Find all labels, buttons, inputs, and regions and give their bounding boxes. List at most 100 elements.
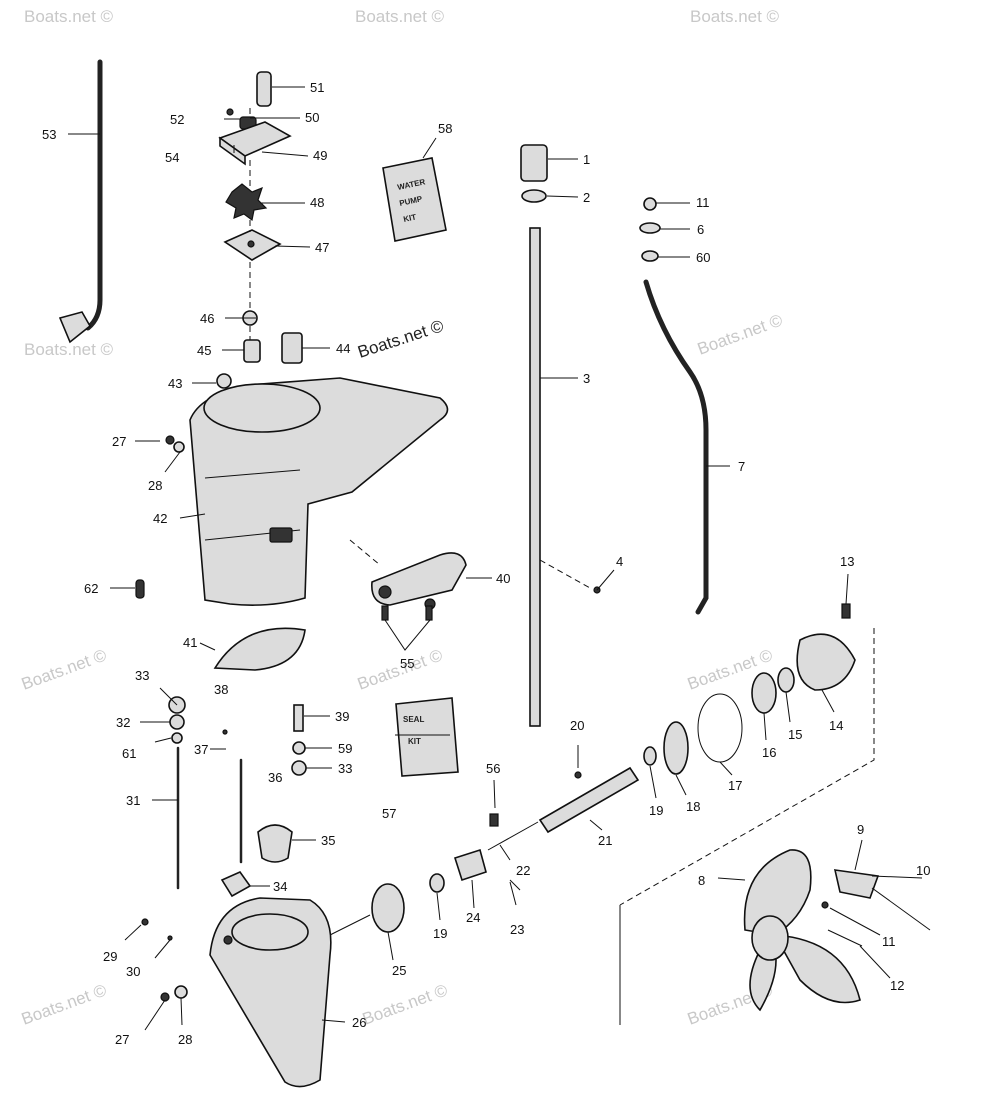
callout-number: 47 (315, 240, 329, 255)
callout-number: 18 (686, 799, 700, 814)
kit-text: KIT (403, 212, 418, 224)
anti-cavitation-plate-40 (371, 552, 467, 621)
callout-number: 31 (126, 793, 140, 808)
callout-number: 14 (829, 718, 843, 733)
callout-number: 51 (310, 80, 324, 95)
callout-number: 19 (649, 803, 663, 818)
watermark-text: Boats.net © (24, 340, 114, 359)
callout-number: 60 (696, 250, 710, 265)
callout-number: 24 (466, 910, 480, 925)
callout-number: 46 (200, 311, 214, 326)
water-pump-kit-58: WATER PUMP KIT (382, 157, 447, 242)
callout-number: 29 (103, 949, 117, 964)
watermark-text: Boats.net © (19, 645, 110, 693)
callout-number: 55 (400, 656, 414, 671)
callout-number: 32 (116, 715, 130, 730)
shift-rod-7 (639, 197, 709, 615)
washer-28 (173, 441, 185, 453)
seal-kit-57: SEAL KIT (395, 697, 459, 777)
callout-number: 39 (335, 709, 349, 724)
callout-number: 28 (178, 1032, 192, 1047)
callout-number: 36 (268, 770, 282, 785)
o-ring-61 (171, 732, 183, 744)
gasket-41 (213, 627, 306, 671)
watermark-text: Boats.net © (690, 7, 780, 26)
callout-number: 35 (321, 833, 335, 848)
callout-number: 15 (788, 727, 802, 742)
callout-number: 2 (583, 190, 590, 205)
callout-number: 48 (310, 195, 324, 210)
callout-number: 53 (42, 127, 56, 142)
watermark-text: Boats.net © (19, 980, 110, 1028)
callout-number: 27 (115, 1032, 129, 1047)
callout-number: 45 (197, 343, 211, 358)
callout-number: 34 (273, 879, 287, 894)
callout-number: 10 (916, 863, 930, 878)
callout-number: 37 (194, 742, 208, 757)
callout-number: 12 (890, 978, 904, 993)
callout-number: 25 (392, 963, 406, 978)
propeller-shaft-21 (429, 766, 640, 893)
watermark-text: Boats.net © (355, 7, 445, 26)
callout-number: 13 (840, 554, 854, 569)
callout-number: 9 (857, 822, 864, 837)
callout-number: 59 (338, 741, 352, 756)
watermark-text: Boats.net © (360, 980, 451, 1028)
bearing-25 (371, 883, 405, 933)
callout-number: 56 (486, 761, 500, 776)
callout-numbers: 51 52 50 54 49 48 47 46 45 44 43 53 58 1… (42, 80, 930, 1047)
forward-gear-group (619, 603, 875, 906)
callout-number: 3 (583, 371, 590, 386)
watermarks: Boats.net © Boats.net © Boats.net © Boat… (19, 7, 786, 1029)
pinion-gear-35 (257, 824, 293, 863)
callout-number: 7 (738, 459, 745, 474)
watermark-text: Boats.net © (24, 7, 114, 26)
callout-number: 44 (336, 341, 350, 356)
screw-27 (160, 992, 170, 1002)
callout-number: 17 (728, 778, 742, 793)
screw-29 (141, 918, 149, 926)
callout-number: 33 (338, 761, 352, 776)
callout-number: 41 (183, 635, 197, 650)
callout-number: 58 (438, 121, 452, 136)
callout-number: 40 (496, 571, 510, 586)
callout-number: 50 (305, 110, 319, 125)
callout-number: 16 (762, 745, 776, 760)
callout-number: 62 (84, 581, 98, 596)
screw-27 (165, 435, 175, 445)
callout-number: 11 (696, 195, 710, 210)
callout-number: 27 (112, 434, 126, 449)
driveshaft-housing-42 (189, 377, 449, 606)
watermark-text: Boats.net © (355, 316, 446, 362)
callout-number: 23 (510, 922, 524, 937)
callout-number: 30 (126, 964, 140, 979)
kit-text: SEAL (403, 715, 424, 724)
callout-number: 11 (882, 934, 896, 949)
washer-32 (169, 714, 185, 730)
callout-number: 38 (214, 682, 228, 697)
callout-number: 57 (382, 806, 396, 821)
leader-lines (68, 86, 923, 1031)
shift-rod-53 (58, 59, 103, 344)
callout-number: 33 (135, 668, 149, 683)
callout-number: 43 (168, 376, 182, 391)
callout-number: 28 (148, 478, 162, 493)
callout-number: 49 (313, 148, 327, 163)
washer-59 (292, 741, 306, 755)
screw-62 (135, 579, 145, 599)
water-pump-assembly (216, 71, 303, 389)
nut-33 (291, 760, 307, 776)
callout-number: 4 (616, 554, 623, 569)
callout-number: 8 (698, 873, 705, 888)
callout-number: 26 (352, 1015, 366, 1030)
callout-number: 1 (583, 152, 590, 167)
watermark-text: Boats.net © (695, 310, 786, 358)
callout-number: 54 (165, 150, 179, 165)
callout-number: 42 (153, 511, 167, 526)
callout-number: 20 (570, 718, 584, 733)
retainer-34 (220, 871, 252, 898)
callout-number: 6 (697, 222, 704, 237)
stud-39 (293, 704, 304, 732)
propeller-8 (619, 849, 931, 1025)
